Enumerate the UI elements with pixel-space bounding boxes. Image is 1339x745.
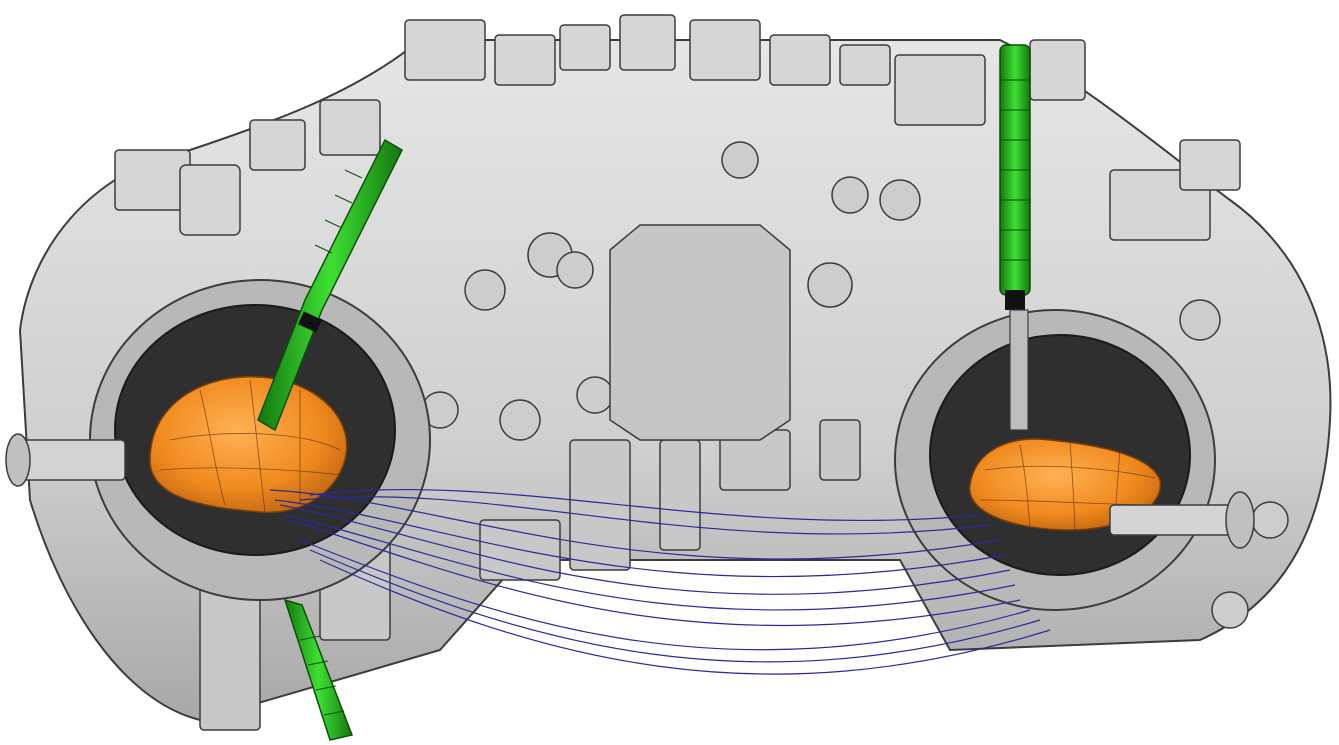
left-port-tube [5, 433, 126, 487]
left-probe [257, 138, 403, 741]
support-legs [199, 419, 861, 731]
left-plasma-surface [149, 376, 348, 514]
center-port-panel [609, 224, 791, 441]
top-ports [114, 14, 1241, 241]
field-lines [269, 488, 1051, 675]
right-probe [999, 44, 1031, 431]
right-port-tube [1109, 491, 1255, 549]
left-plasma-mesh [159, 379, 341, 513]
